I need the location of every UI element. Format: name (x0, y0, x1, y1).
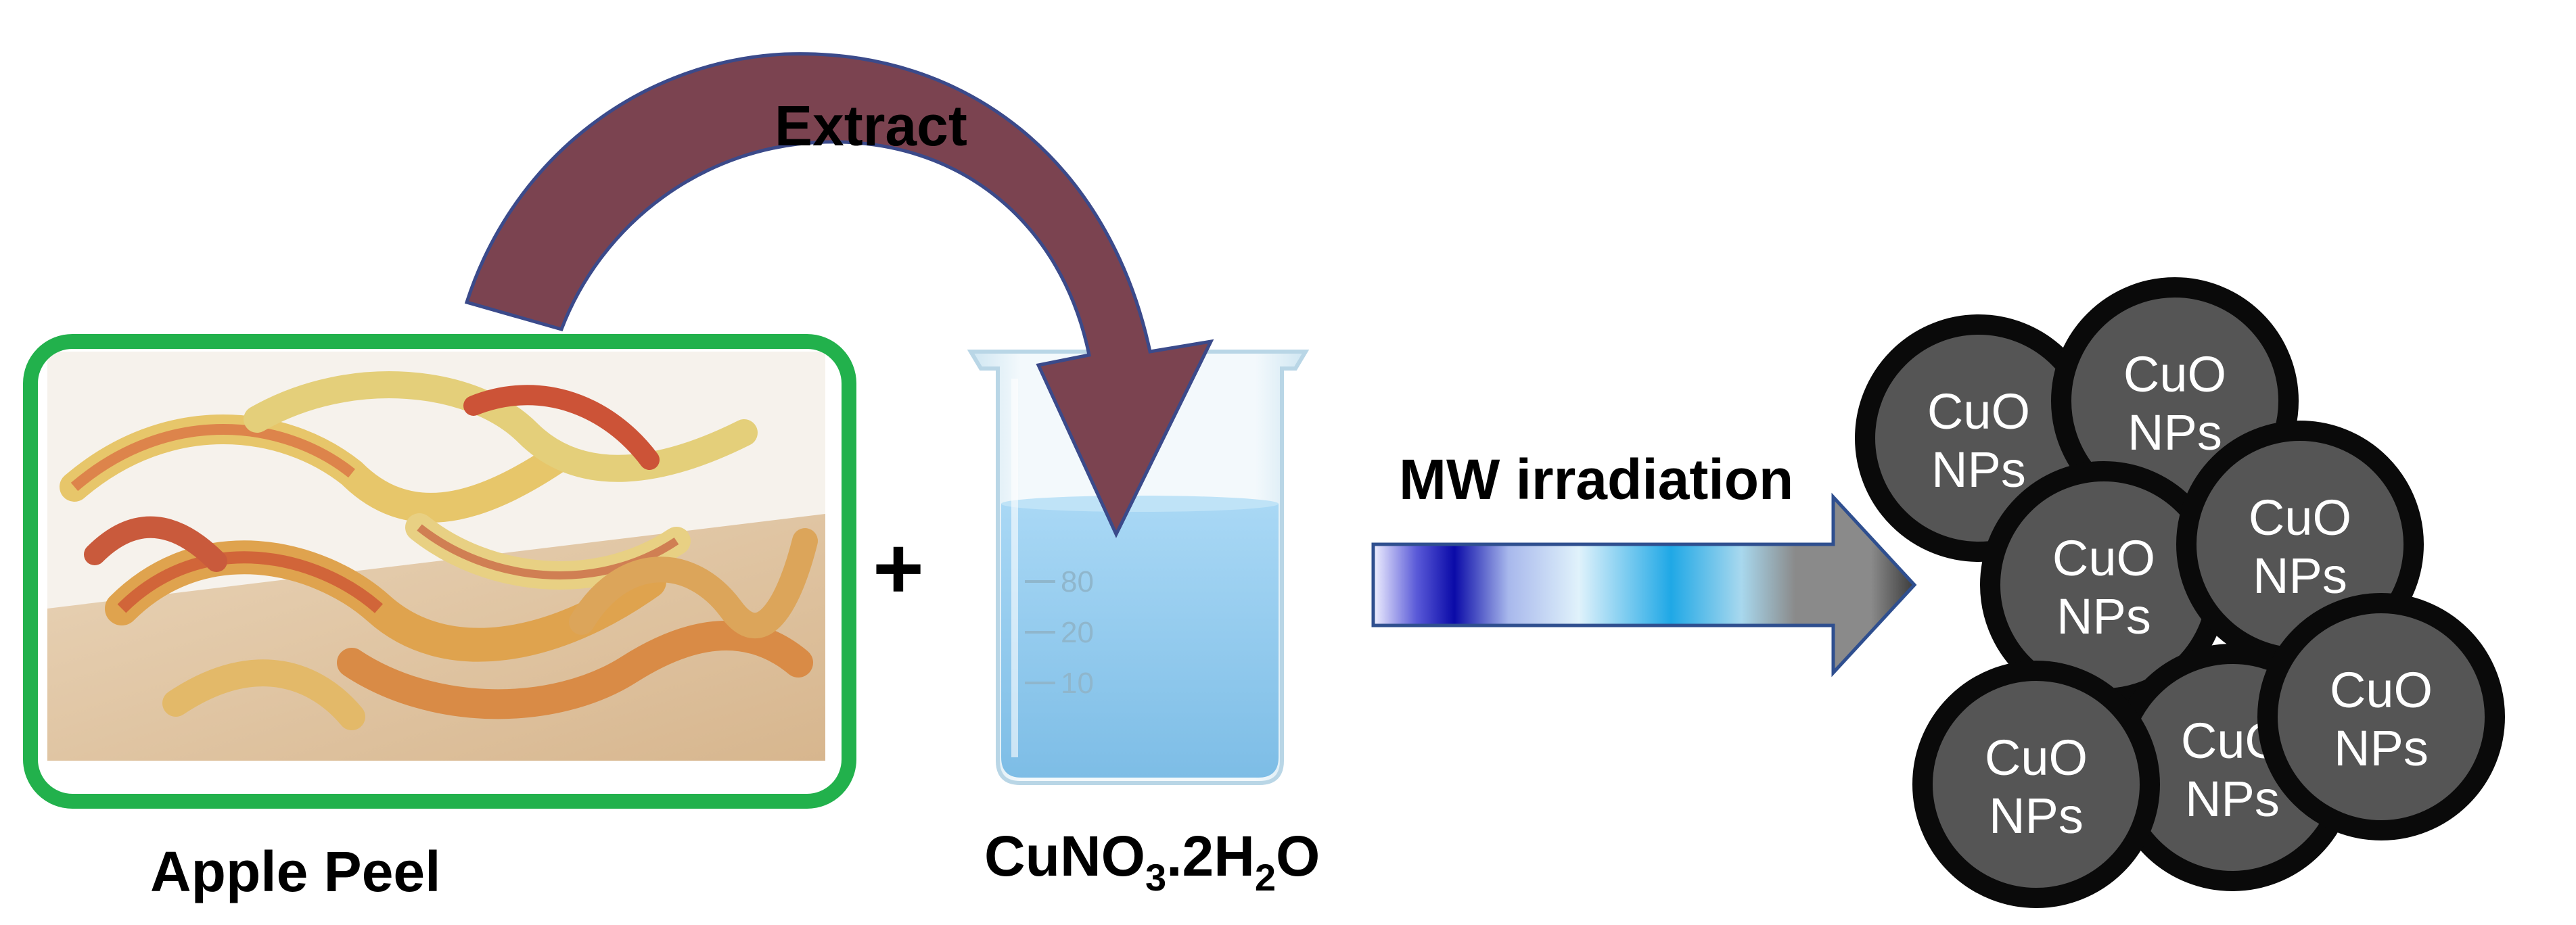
beaker-image: 80 20 10 (964, 341, 1316, 801)
curved-arrow-icon (464, 52, 1214, 538)
mw-irradiation-label: MW irradiation (1399, 448, 1793, 511)
beaker-tick-20: 20 (1061, 616, 1094, 649)
nanoparticle-label-line2: NPs (2253, 548, 2347, 604)
nanoparticle-label-line1: CuO (1985, 730, 2088, 786)
nanoparticle-label-line1: CuO (2123, 346, 2226, 402)
plus-sign: + (873, 519, 924, 617)
apple-peel-image (47, 352, 825, 761)
nanoparticle-cluster: CuONPsCuONPsCuONPsCuONPsCuONPsCuONPsCuON… (1855, 277, 2505, 908)
nanoparticle-circle (2257, 593, 2505, 840)
nanoparticle-label-line2: NPs (1931, 442, 2026, 498)
extract-label: Extract (775, 94, 967, 158)
nanoparticle-label-line2: NPs (2185, 771, 2280, 827)
nanoparticle-label-line1: CuO (2249, 490, 2351, 546)
nanoparticle-label-line1: CuO (2052, 530, 2155, 586)
beaker-tick-80: 80 (1061, 565, 1094, 598)
apple-peel-label: Apple Peel (150, 840, 440, 903)
nanoparticle-label-line2: NPs (2056, 588, 2151, 644)
nanoparticle-label-line2: NPs (1989, 788, 2084, 844)
apple-peel-frame (23, 334, 856, 809)
reagent-label: CuNO3.2H2O (984, 824, 1320, 899)
nanoparticle-label-line1: CuO (2330, 662, 2433, 718)
nanoparticle-label-line1: CuO (1927, 383, 2030, 440)
beaker-tick-10: 10 (1061, 667, 1094, 700)
gradient-arrow-icon (1371, 492, 1917, 678)
nanoparticle-label-line2: NPs (2128, 404, 2222, 460)
nanoparticle-circle (1912, 661, 2160, 908)
nanoparticle-label-line2: NPs (2334, 720, 2429, 776)
